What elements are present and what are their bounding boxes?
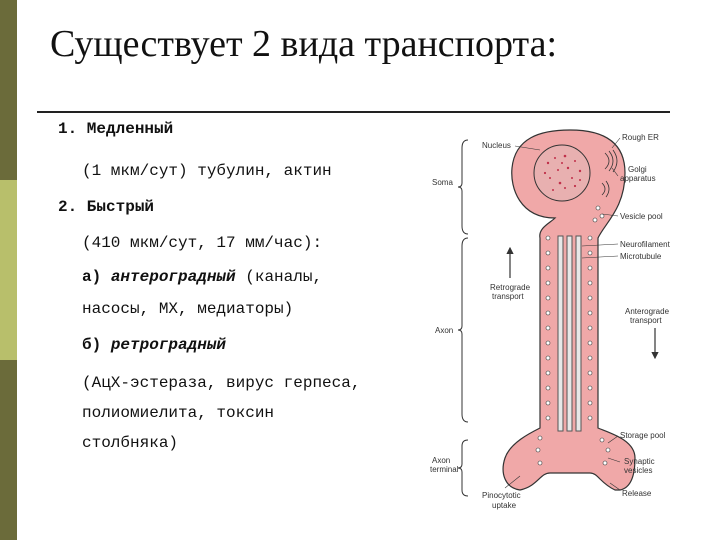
axon-terminal-label-2: terminal xyxy=(430,465,459,474)
pinocytotic-label-1: Pinocytotic xyxy=(482,491,521,500)
retrograde-label-1: Retrograde xyxy=(490,283,531,292)
transport-vesicles xyxy=(535,205,611,466)
axon-microtubules xyxy=(557,235,582,432)
anterograde-line: а) антероградный (каналы, xyxy=(82,268,322,286)
anterograde-prefix: а) xyxy=(82,268,111,286)
microtubule-label: Microtubule xyxy=(620,252,662,261)
nucleus-label: Nucleus xyxy=(482,141,511,150)
soma-label: Soma xyxy=(432,178,453,187)
axon-label: Axon xyxy=(435,326,453,335)
synaptic-label-1: Synaptic xyxy=(624,457,655,466)
pinocytotic-label-2: uptake xyxy=(492,501,517,510)
sidebar-accent xyxy=(0,180,17,360)
retrograde-detail-1: (АцХ-эстераза, вирус герпеса, xyxy=(82,374,361,392)
title-divider xyxy=(37,111,670,113)
storage-pool-label: Storage pool xyxy=(620,431,666,440)
slide-sidebar-bar xyxy=(0,0,17,540)
slow-detail: (1 мкм/сут) тубулин, актин xyxy=(82,162,332,180)
region-braces xyxy=(457,139,469,497)
golgi-apparatus-shape xyxy=(601,149,618,198)
synaptic-label-2: vesicles xyxy=(624,466,652,475)
slide-title: Существует 2 вида транспорта: xyxy=(50,23,558,65)
slow-title: 1. Медленный xyxy=(58,120,174,138)
fast-title: 2. Быстрый xyxy=(58,198,155,216)
anterograde-label-2: transport xyxy=(630,316,662,325)
anterograde-label-1: Anterograde xyxy=(625,307,670,316)
axon-terminal-label-1: Axon xyxy=(432,456,450,465)
vesicle-pool-label: Vesicle pool xyxy=(620,212,663,221)
anterograde-term: антероградный xyxy=(110,268,236,286)
golgi-label-1: Golgi xyxy=(628,165,647,174)
retrograde-term: ретроградный xyxy=(110,336,227,354)
neurofilament-label: Neurofilament xyxy=(620,240,671,249)
golgi-label-2: apparatus xyxy=(620,174,656,183)
retrograde-prefix: б) xyxy=(82,336,111,354)
retrograde-detail-2: полиомиелита, токсин xyxy=(82,404,275,422)
fast-detail: (410 мкм/сут, 17 мм/час): xyxy=(82,234,323,252)
release-label: Release xyxy=(622,489,652,498)
anterograde-rest: (каналы, xyxy=(235,268,323,286)
neuron-transport-diagram: Nucleus Soma Axon Axon terminal Retrogra… xyxy=(430,129,671,510)
anterograde-line-2: насосы, МХ, медиаторы) xyxy=(82,300,294,318)
leader-lines xyxy=(504,137,621,491)
retrograde-detail-3: столбняка) xyxy=(82,434,179,452)
nucleus-shape xyxy=(533,144,591,202)
nucleus-texture xyxy=(543,154,582,191)
retrograde-line: б) ретроградный xyxy=(82,336,226,354)
retrograde-label-2: transport xyxy=(492,292,524,301)
rough-er-label: Rough ER xyxy=(622,133,659,142)
